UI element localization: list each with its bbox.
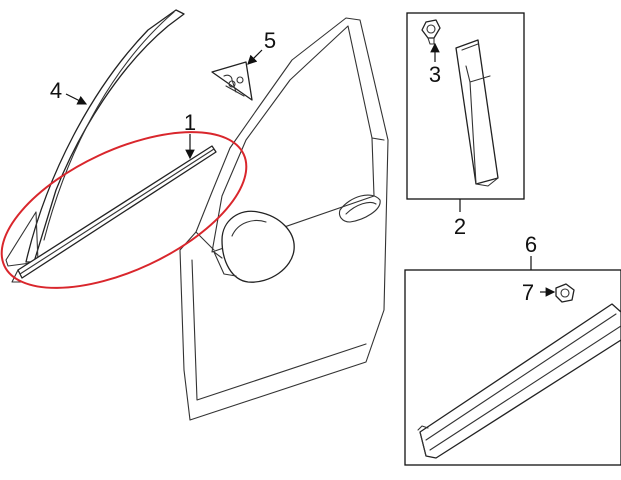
leader-5 [247, 49, 263, 65]
mirror-corner-cover [211, 61, 253, 101]
door-handle [338, 194, 381, 223]
callout-2: 2 [454, 214, 466, 239]
highlight-ellipse [0, 131, 248, 289]
callout-1: 1 [184, 110, 196, 135]
body-side-molding [417, 303, 621, 459]
callout-7: 7 [522, 280, 534, 305]
front-door-outline [179, 17, 389, 421]
callout-6: 6 [525, 232, 537, 257]
side-mirror [213, 210, 295, 283]
clip-fastener-7 [555, 283, 575, 303]
callout-3: 3 [429, 62, 441, 87]
belt-weatherstrip [11, 145, 217, 283]
leader-4 [65, 93, 88, 105]
callout-5: 5 [264, 28, 276, 53]
pillar-applique [455, 39, 499, 187]
callout-4: 4 [50, 78, 62, 103]
